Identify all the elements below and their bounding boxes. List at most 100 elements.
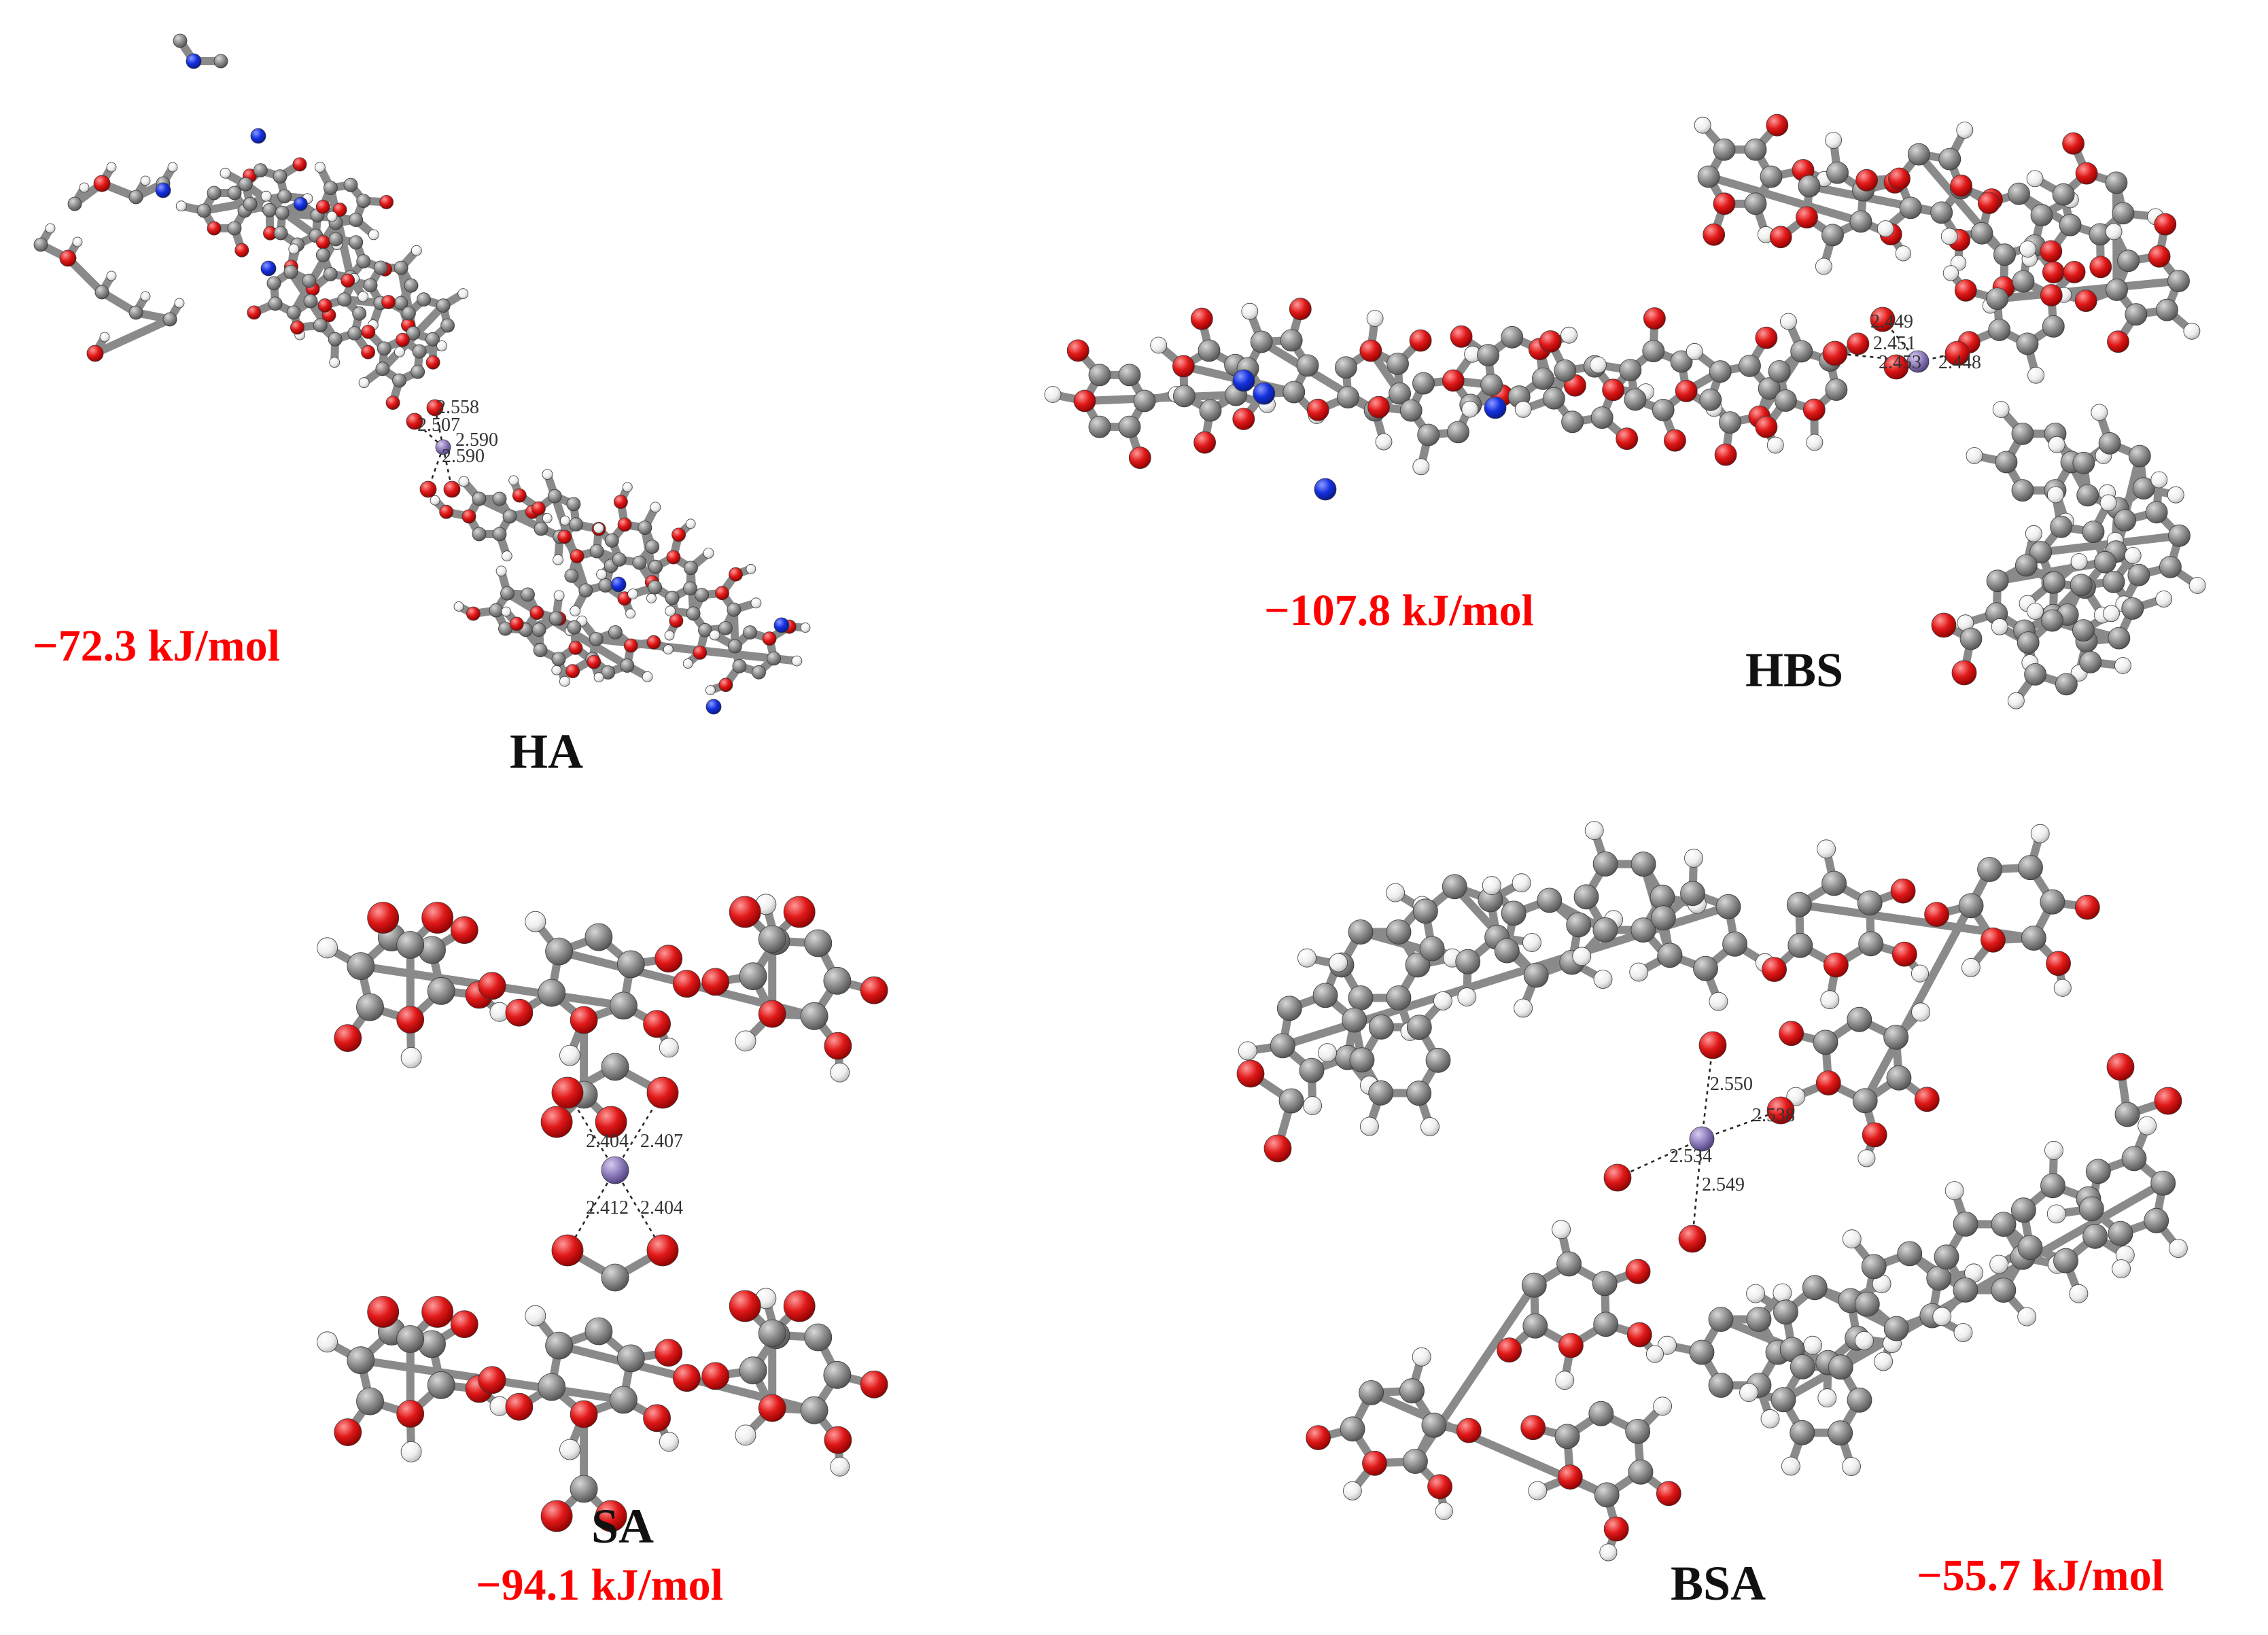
ha-oxygen-atom xyxy=(315,234,330,249)
bsa-hydrogen-atom xyxy=(1457,987,1477,1006)
ha-carbon-atom xyxy=(349,235,364,250)
sa-bond xyxy=(356,1356,497,1384)
hbs-carbon-atom xyxy=(2012,270,2035,293)
ha-carbon-atom xyxy=(363,278,378,293)
hbs-carbon-atom xyxy=(1399,399,1423,422)
hbs-carbon-atom xyxy=(1283,381,1306,404)
hbs-carbon-atom xyxy=(1719,411,1741,434)
ha-carbon-atom xyxy=(686,606,701,621)
sa-carbon-atom xyxy=(610,991,638,1020)
hbs-nitrogen-atom xyxy=(1314,478,1337,501)
bsa-carbon-atom xyxy=(1521,1272,1547,1298)
sa-hydrogen-atom xyxy=(830,1456,850,1477)
bsa-carbon-atom xyxy=(1813,1030,1838,1055)
bsa-hydrogen-atom xyxy=(1420,1117,1440,1136)
hbs-hydrogen-atom xyxy=(2027,603,2044,620)
ha-carbon-atom xyxy=(343,177,358,192)
ha-carbon-atom xyxy=(502,509,517,524)
ha-hydrogen-atom xyxy=(646,593,657,603)
sa-hydrogen-atom xyxy=(317,1331,338,1353)
ha-carbon-atom xyxy=(412,344,427,359)
bsa-oxygen-atom xyxy=(1914,1087,1940,1112)
bsa-distance-1: 2.550 xyxy=(1710,1074,1753,1095)
sa-hydrogen-atom xyxy=(735,1424,756,1446)
hbs-panel-label: HBS xyxy=(1745,643,1843,697)
ha-panel-label: HA xyxy=(510,724,583,779)
ha-oxygen-atom xyxy=(461,509,476,524)
ha-hydrogen-atom xyxy=(167,162,178,173)
hbs-carbon-atom xyxy=(1118,364,1141,387)
ha-carbon-atom xyxy=(162,312,177,327)
hbs-carbon-atom xyxy=(1480,373,1503,396)
bsa-carbon-atom xyxy=(1953,1212,1978,1237)
ha-energy-label: −72.3 kJ/mol xyxy=(33,621,280,671)
hbs-oxygen-atom xyxy=(1193,431,1216,454)
hbs-hydrogen-atom xyxy=(1150,336,1168,354)
hbs-carbon-atom xyxy=(2102,571,2125,593)
hbs-carbon-atom xyxy=(2079,651,2102,673)
bsa-carbon-atom xyxy=(2114,1102,2140,1127)
hbs-carbon-atom xyxy=(1995,451,2018,474)
bsa-oxygen-atom xyxy=(1656,1481,1681,1507)
ha-oxygen-atom xyxy=(426,399,444,417)
hbs-nitrogen-atom xyxy=(1253,382,1276,405)
hbs-carbon-atom xyxy=(2011,423,2034,445)
bsa-hydrogen-atom xyxy=(2112,1259,2131,1278)
ha-nitrogen-atom xyxy=(705,699,722,715)
bsa-oxygen-atom xyxy=(1625,1259,1651,1284)
bsa-carbon-atom xyxy=(1708,1307,1734,1332)
sa-oxygen-atom xyxy=(396,1400,425,1428)
hbs-carbon-atom xyxy=(1118,415,1141,438)
bsa-metal-ion xyxy=(1689,1126,1715,1152)
hbs-hydrogen-atom xyxy=(1514,400,1532,418)
hbs-carbon-atom xyxy=(2072,619,2095,641)
bsa-oxygen-atom xyxy=(1981,927,2006,953)
hbs-hydrogen-atom xyxy=(1044,386,1062,403)
sa-distance-1: 2.404 xyxy=(586,1131,629,1152)
hbs-nitrogen-atom xyxy=(1232,369,1255,392)
ha-carbon-atom xyxy=(489,603,504,618)
bsa-carbon-atom xyxy=(1693,955,1718,981)
sa-oxygen-atom xyxy=(505,998,534,1027)
hbs-oxygen-atom xyxy=(1847,332,1870,355)
bsa-hydrogen-atom xyxy=(1629,962,1649,982)
bsa-carbon-atom xyxy=(1852,1088,1878,1114)
hbs-oxygen-atom xyxy=(1766,113,1789,137)
ha-carbon-atom xyxy=(564,568,579,583)
ha-carbon-atom xyxy=(620,658,635,673)
bsa-carbon-atom xyxy=(1594,1482,1620,1508)
bsa-carbon-atom xyxy=(1991,1278,2017,1303)
bsa-oxygen-atom xyxy=(1762,957,1787,982)
bsa-oxygen-atom xyxy=(1626,1322,1652,1348)
sa-oxygen-atom xyxy=(655,945,683,973)
sa-panel-label: SA xyxy=(591,1499,654,1553)
ha-hydrogen-atom xyxy=(175,200,187,212)
ha-carbon-atom xyxy=(196,203,211,218)
ha-carbon-atom xyxy=(645,540,660,554)
bsa-carbon-atom xyxy=(1680,881,1705,907)
hbs-oxygen-atom xyxy=(1190,307,1213,330)
bsa-carbon-atom xyxy=(1592,1271,1618,1297)
ha-oxygen-atom xyxy=(531,501,546,516)
hbs-carbon-atom xyxy=(2070,574,2093,597)
ha-oxygen-atom xyxy=(669,614,684,628)
ha-hydrogen-atom xyxy=(368,229,379,241)
hbs-oxygen-atom xyxy=(2075,162,2098,185)
ha-oxygen-atom xyxy=(762,631,777,646)
hbs-carbon-atom xyxy=(2127,563,2150,586)
hbs-oxygen-atom xyxy=(1306,398,1329,421)
hbs-hydrogen-atom xyxy=(1366,310,1384,327)
bsa-carbon-atom xyxy=(1402,1449,1428,1474)
hbs-oxygen-atom xyxy=(1675,380,1698,402)
sa-oxygen-atom xyxy=(758,1394,786,1422)
ha-oxygen-atom xyxy=(614,495,628,509)
hbs-carbon-atom xyxy=(2072,451,2095,474)
ha-carbon-atom xyxy=(328,332,343,347)
ha-hydrogen-atom xyxy=(140,291,151,302)
ha-carbon-atom xyxy=(732,658,747,673)
ha-hydrogen-atom xyxy=(314,162,326,173)
ha-oxygen-atom xyxy=(86,345,104,362)
hbs-molecule-model xyxy=(1044,113,2206,709)
bsa-hydrogen-atom xyxy=(1911,964,1929,983)
hbs-oxygen-atom xyxy=(1367,395,1390,419)
